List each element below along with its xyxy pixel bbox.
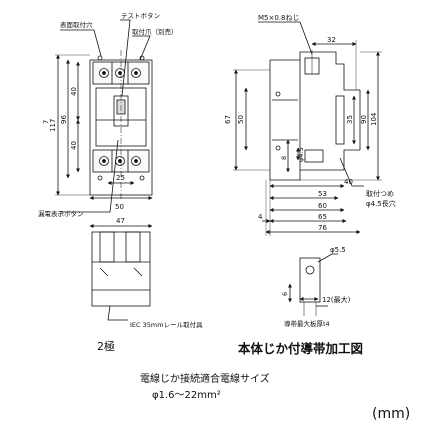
dim-total-height: 117 [49,119,57,132]
dim-phi55: φ5.5 [330,246,346,254]
callout-screw: M5×0.8ねじ [258,14,300,22]
terminal-detail [288,253,338,316]
callout-din-rail: IEC 35mmレール取付具 [130,320,203,329]
dim-67: 67 [224,115,232,124]
dim-upper: 40 [70,87,78,96]
dim-53: 53 [318,190,327,198]
front-lower-view [89,224,153,321]
callout-mounting-claw: 取付爪（別売） [132,27,178,36]
wire-size-note: 電線じか接続適合電線サイズ [140,372,270,385]
dim-50: 50 [237,115,245,124]
dim-width-25: 25 [116,174,125,182]
dim-center-offset: 7 [42,120,50,124]
callout-claw: 取付つめ [366,189,394,198]
dim-6: 6 [281,292,289,296]
dim-40: 40 [344,178,353,186]
dim-overall: 96 [60,115,68,124]
callout-slot: φ4.5長穴 [366,199,396,208]
callout-leakage-button: 漏電表示ボタン [38,209,84,218]
unit-label: (mm) [372,406,410,422]
dim-4: 4 [258,213,263,221]
dim-lower: 40 [70,141,78,150]
wire-size-range: φ1.6～22mm² [152,390,221,401]
dim-104: 104 [370,112,378,126]
dim-width-50: 50 [115,203,124,211]
dim-12-max: 12(最大) [322,295,351,304]
dim-width-47: 47 [116,217,125,225]
pole-label: 2極 [97,339,115,353]
dim-90: 90 [360,115,368,124]
dim-8: 8 [280,156,288,160]
front-view [55,19,153,213]
dim-76: 76 [318,224,327,232]
plate-thickness-note: 導帯最大板厚t4 [284,319,330,328]
callout-test-button: テストボタン [121,11,160,20]
dim-65: 65 [318,213,327,221]
dim-32: 32 [327,36,336,44]
drawing-title: 本体じか付導帯加工図 [238,341,363,356]
side-view [233,21,382,236]
dim-35: 35 [346,115,354,124]
dim-60: 60 [318,202,327,210]
dim-phi45: φ4.5 [297,147,305,162]
callout-surface-mount-hole: 表面取付穴 [60,20,93,29]
